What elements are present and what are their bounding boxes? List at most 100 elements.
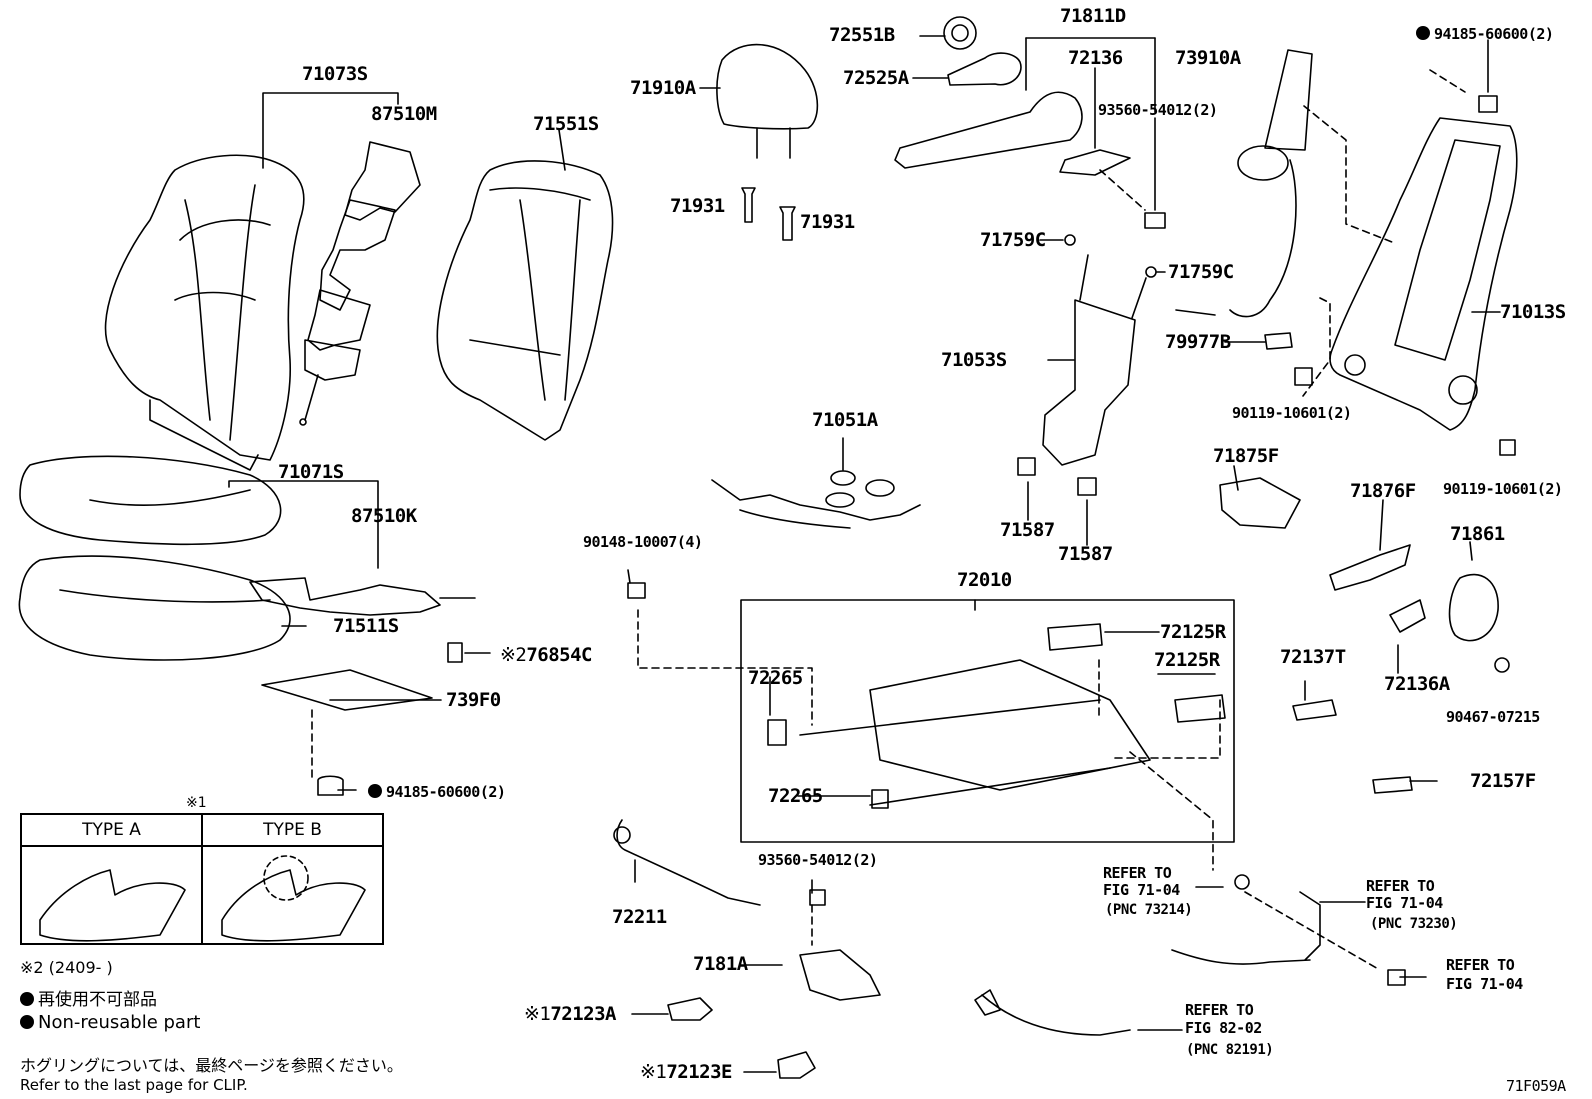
label-72211[interactable]: 72211 [612, 906, 667, 928]
label-94185-60600-bottom-text: 94185-60600(2) [386, 783, 506, 801]
wire-harness-drawing [974, 891, 1321, 1036]
refer-2-pnc: (PNC 73230) [1370, 916, 1458, 932]
non-reusable-dot-icon [20, 992, 34, 1006]
label-73910a[interactable]: 73910A [1175, 47, 1241, 69]
type-b-cell: TYPE B [203, 815, 382, 943]
label-71073s[interactable]: 71073S [302, 63, 368, 85]
label-72265-top[interactable]: 72265 [748, 667, 803, 689]
refer-3-line1[interactable]: REFER TO [1446, 956, 1515, 974]
legend-nonreusable-en-text: Non-reusable part [38, 1012, 201, 1033]
seatback-frame-drawing [1329, 117, 1518, 431]
covers-lower-right-drawing [1292, 699, 1413, 794]
clip-76854c-drawing [447, 642, 463, 663]
label-90467-07215[interactable]: 90467-07215 [1446, 708, 1540, 726]
non-reusable-dot-icon [368, 784, 382, 798]
type-a-cell: TYPE A [22, 815, 203, 943]
leader-lines [228, 35, 1501, 1073]
refer-1-pnc: (PNC 73214) [1105, 902, 1193, 918]
legend-nonreusable-en: Non-reusable part [20, 1012, 200, 1033]
label-93560-54012-bottom[interactable]: 93560-54012(2) [758, 851, 878, 869]
type-a-header: TYPE A [22, 815, 201, 847]
label-72551b[interactable]: 72551B [829, 24, 895, 46]
label-739f0[interactable]: 739F0 [446, 689, 501, 711]
seat-track-assembly-drawing [740, 599, 1235, 843]
label-71931-left[interactable]: 71931 [670, 195, 725, 217]
legend-note1-mark: ※1 [186, 795, 207, 811]
clip-note-en: Refer to the last page for CLIP. [20, 1076, 248, 1094]
label-79977b[interactable]: 79977B [1165, 331, 1231, 353]
label-72136[interactable]: 72136 [1068, 47, 1123, 69]
headrest-guides-drawing [741, 187, 796, 241]
type-legend-table: TYPE A TYPE B [20, 813, 384, 945]
label-7181a[interactable]: 7181A [693, 953, 748, 975]
label-72123e-text: 72123E [666, 1061, 732, 1083]
label-72265-bottom[interactable]: 72265 [768, 785, 823, 807]
label-71759c-right[interactable]: 71759C [1168, 261, 1234, 283]
refer-4-line2[interactable]: FIG 82-02 [1185, 1019, 1262, 1037]
label-71071s[interactable]: 71071S [278, 461, 344, 483]
legend-nonreusable-jp: 再使用不可部品 [20, 985, 157, 1010]
label-71875f[interactable]: 71875F [1213, 445, 1279, 467]
refer-1-line2[interactable]: FIG 71-04 [1103, 881, 1180, 899]
label-72137t[interactable]: 72137T [1280, 646, 1346, 668]
clip-71587-drawing [1017, 457, 1097, 496]
label-71013s[interactable]: 71013S [1500, 301, 1566, 323]
refer-2-line1[interactable]: REFER TO [1366, 877, 1435, 895]
label-72010[interactable]: 72010 [957, 569, 1012, 591]
label-72125r-bottom[interactable]: 72125R [1154, 649, 1220, 671]
label-71051a[interactable]: 71051A [812, 409, 878, 431]
label-87510k[interactable]: 87510K [351, 505, 417, 527]
side-shield-drawing [894, 91, 1131, 176]
label-71861[interactable]: 71861 [1450, 523, 1505, 545]
type-b-header: TYPE B [203, 815, 382, 847]
seatback-pad-drawing [436, 160, 614, 441]
bolt-drawings [317, 95, 1516, 986]
label-94185-60600-top[interactable]: 94185-60600(2) [1416, 24, 1554, 44]
label-72525a[interactable]: 72525A [843, 67, 909, 89]
label-76854c[interactable]: ※276854C [500, 645, 592, 665]
non-reusable-dot-icon [1416, 26, 1430, 40]
lumbar-support-drawing [1175, 49, 1313, 318]
label-90148-10007[interactable]: 90148-10007(4) [583, 533, 703, 551]
heater-mat-back-drawing [299, 141, 421, 426]
heater-mat-seat-drawing [249, 577, 476, 616]
label-71551s[interactable]: 71551S [533, 113, 599, 135]
label-72157f[interactable]: 72157F [1470, 770, 1536, 792]
refer-2-line2[interactable]: FIG 71-04 [1366, 894, 1443, 912]
label-72125r-top[interactable]: 72125R [1160, 621, 1226, 643]
refer-1-line1[interactable]: REFER TO [1103, 864, 1172, 882]
label-71587-right[interactable]: 71587 [1058, 543, 1113, 565]
label-90119-10601-right[interactable]: 90119-10601(2) [1443, 480, 1563, 498]
label-71759c-left[interactable]: 71759C [980, 229, 1046, 251]
label-87510m[interactable]: 87510M [371, 103, 437, 125]
label-72123a[interactable]: ※172123A [524, 1004, 616, 1024]
label-94185-60600-top-text: 94185-60600(2) [1434, 25, 1554, 43]
legend-drawings [39, 855, 366, 942]
label-71876f[interactable]: 71876F [1350, 480, 1416, 502]
label-71587-left[interactable]: 71587 [1000, 519, 1055, 541]
label-71811d[interactable]: 71811D [1060, 5, 1126, 27]
legend-nonreusable-jp-text: 再使用不可部品 [38, 990, 157, 1010]
refer-4-line1[interactable]: REFER TO [1185, 1001, 1254, 1019]
label-79977b-drawing [1264, 332, 1293, 350]
covers-72123-drawing [667, 997, 816, 1079]
seat-pad-drawing [18, 555, 291, 661]
label-90119-10601-left[interactable]: 90119-10601(2) [1232, 404, 1352, 422]
label-71910a[interactable]: 71910A [630, 77, 696, 99]
refer-3-line2[interactable]: FIG 71-04 [1446, 975, 1523, 993]
label-76854c-text: 76854C [526, 644, 592, 666]
covers-right-drawing [1219, 477, 1499, 642]
label-72136a[interactable]: 72136A [1384, 673, 1450, 695]
label-71053s[interactable]: 71053S [941, 349, 1007, 371]
label-94185-60600-bottom[interactable]: 94185-60600(2) [368, 782, 506, 802]
headrest-drawing [716, 43, 819, 159]
label-71931-right[interactable]: 71931 [800, 211, 855, 233]
label-72123e[interactable]: ※172123E [640, 1062, 732, 1082]
rod-72211-drawing [613, 819, 761, 906]
dashed-leaders [311, 69, 1466, 971]
label-72123a-text: 72123A [550, 1003, 616, 1025]
label-93560-54012-top[interactable]: 93560-54012(2) [1098, 101, 1218, 119]
non-reusable-dot-icon [20, 1015, 34, 1029]
label-71511s[interactable]: 71511S [333, 615, 399, 637]
